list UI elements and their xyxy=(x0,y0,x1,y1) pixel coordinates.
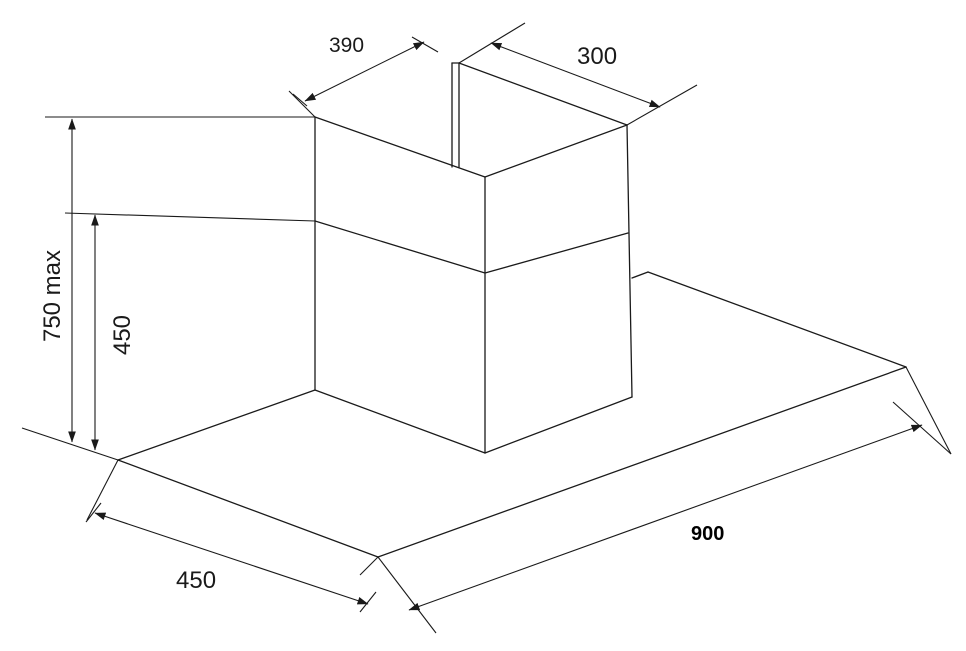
dimension-ticks xyxy=(85,36,952,613)
chimney-bottom-right xyxy=(484,396,633,454)
chimney-top-left-edge xyxy=(314,116,486,178)
chimney-back-top-edge xyxy=(458,62,628,126)
chimney xyxy=(314,62,633,454)
canopy xyxy=(117,271,907,558)
canopy-back-stub xyxy=(631,271,649,279)
chimney-bottom-left xyxy=(314,389,486,454)
ext-line-hood-top xyxy=(64,212,316,222)
tick-390-left xyxy=(292,93,308,107)
dim-line-390 xyxy=(304,41,425,102)
dim-line-900 xyxy=(408,424,923,611)
label-chimney-depth: 300 xyxy=(577,43,617,70)
label-hood-width: 900 xyxy=(691,523,724,545)
extension-lines xyxy=(21,22,952,634)
label-chimney-width: 390 xyxy=(329,34,364,57)
chimney-top-right-edge xyxy=(484,124,628,178)
ext-line-canopy-front xyxy=(359,556,379,576)
ext-line-front-corner xyxy=(377,556,437,634)
dim-line-300 xyxy=(490,42,661,108)
label-height-max: 750 max xyxy=(39,250,66,342)
ext-line-chimney-right xyxy=(626,84,698,126)
ext-line-chimney-left xyxy=(288,90,316,118)
tick-900-right xyxy=(892,401,952,455)
tick-450-left xyxy=(85,502,102,523)
canopy-front-right-edge xyxy=(377,366,907,558)
ext-line-base xyxy=(21,427,119,461)
dimension-labels: 750 max 450 390 300 450 900 xyxy=(39,34,724,594)
ext-line-right-corner xyxy=(905,366,952,455)
canopy-left-edge xyxy=(117,389,316,461)
tick-390-right xyxy=(411,36,439,53)
canopy-back-right-edge xyxy=(647,271,907,368)
chimney-right-vertical xyxy=(626,124,633,398)
dim-line-450-depth xyxy=(94,512,369,605)
chimney-joint-right xyxy=(484,232,629,274)
dimension-lines xyxy=(68,41,923,611)
tick-450-right xyxy=(359,591,377,613)
chimney-joint-left xyxy=(314,220,486,274)
canopy-front-left-edge xyxy=(117,459,379,558)
label-hood-depth: 450 xyxy=(176,567,216,594)
label-hood-height: 450 xyxy=(109,315,136,355)
ext-line-left-corner xyxy=(86,459,119,521)
